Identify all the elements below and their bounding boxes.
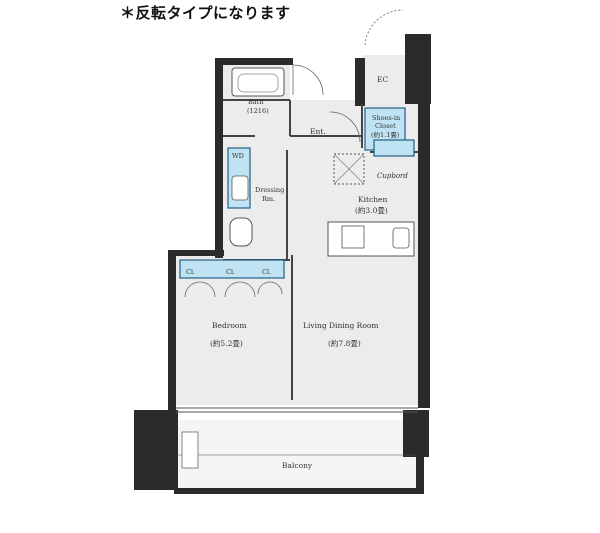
balcony-floor: [178, 420, 416, 492]
toilet: [229, 217, 253, 247]
washbasin: [231, 175, 249, 201]
ent-label: Ent.: [310, 127, 326, 136]
dressing-label-1: Dressing: [255, 186, 284, 194]
shoes-closet-label-1: Shoes-in: [372, 114, 400, 122]
doors: [184, 9, 404, 298]
outer-walls: [134, 34, 431, 494]
shoes-closet-label-2: Closet: [375, 122, 396, 130]
balcony-label: Balcony: [282, 461, 313, 470]
floor-area: [174, 55, 420, 405]
cupboard-label: Cupbord: [377, 172, 408, 180]
bath-size: (1216): [247, 107, 269, 115]
dressing-label-2: Rm.: [262, 195, 275, 203]
ldr-label: Living Dining Room: [303, 321, 378, 330]
reversed-type-note: ＊反転タイプになります: [120, 4, 291, 22]
ec-label: EC: [377, 75, 388, 84]
kitchen-label: Kitchen: [358, 195, 387, 204]
kitchen-size: (約3.0畳): [355, 205, 388, 215]
wd-label: WD: [232, 152, 244, 160]
storage-areas: [179, 107, 415, 279]
kitchen-sink: [392, 227, 410, 249]
closet-label-2: Cl.: [226, 268, 235, 276]
ac-unit: [181, 431, 199, 469]
window-line: [176, 407, 418, 456]
closet-label-1: Cl.: [186, 268, 195, 276]
bathtub: [231, 67, 285, 97]
shoes-closet-size: (約1.1畳): [371, 130, 400, 139]
bedroom-size: (約5.2畳): [210, 338, 243, 348]
stove: [341, 225, 365, 249]
bath-label: Bath: [248, 98, 263, 106]
fridge-space: [333, 153, 365, 185]
ldr-size: (約7.8畳): [328, 338, 361, 348]
closet-label-3: Cl.: [262, 268, 271, 276]
bedroom-label: Bedroom: [212, 321, 246, 330]
